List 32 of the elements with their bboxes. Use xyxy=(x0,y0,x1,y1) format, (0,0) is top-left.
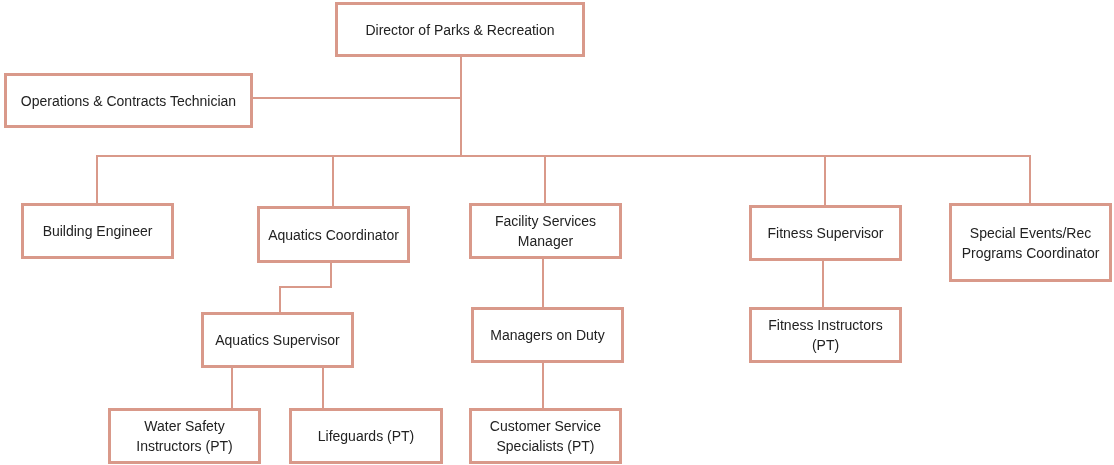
org-box xyxy=(749,205,902,261)
connector-line xyxy=(322,367,324,409)
role-title: Customer Service Specialists (PT) xyxy=(488,417,603,456)
connector-line xyxy=(542,362,544,409)
org-box xyxy=(949,203,1112,282)
org-box xyxy=(108,408,261,464)
org-box xyxy=(257,206,410,263)
role-title: Fitness Supervisor xyxy=(767,224,884,243)
role-title: Aquatics Coordinator xyxy=(268,225,399,245)
role-title: Building Engineer xyxy=(42,222,153,241)
role-title: Facility Services Manager xyxy=(493,212,598,251)
org-box xyxy=(335,2,585,57)
org-box xyxy=(21,203,174,259)
org-box xyxy=(471,307,624,363)
role-title: Aquatics Supervisor xyxy=(215,331,340,350)
role-title: Water Safety Instructors (PT) xyxy=(135,417,234,456)
org-box xyxy=(749,307,902,363)
org-box xyxy=(4,73,253,128)
connector-line xyxy=(542,258,544,308)
org-box xyxy=(469,408,622,464)
role-title: Special Events/Rec Programs Coordinator xyxy=(960,223,1101,263)
org-box xyxy=(289,408,443,464)
connector-line xyxy=(822,260,824,308)
role-title: Managers on Duty xyxy=(490,326,605,345)
role-title: Operations & Contracts Technician xyxy=(20,91,237,111)
connector-line xyxy=(231,367,233,409)
org-box xyxy=(469,203,622,259)
role-title: Lifeguards (PT) xyxy=(317,427,415,446)
connector-line xyxy=(279,262,332,313)
role-title: Fitness Instructors (PT) xyxy=(767,316,884,355)
role-title: Director of Parks & Recreation xyxy=(365,20,555,40)
org-box xyxy=(201,312,354,368)
